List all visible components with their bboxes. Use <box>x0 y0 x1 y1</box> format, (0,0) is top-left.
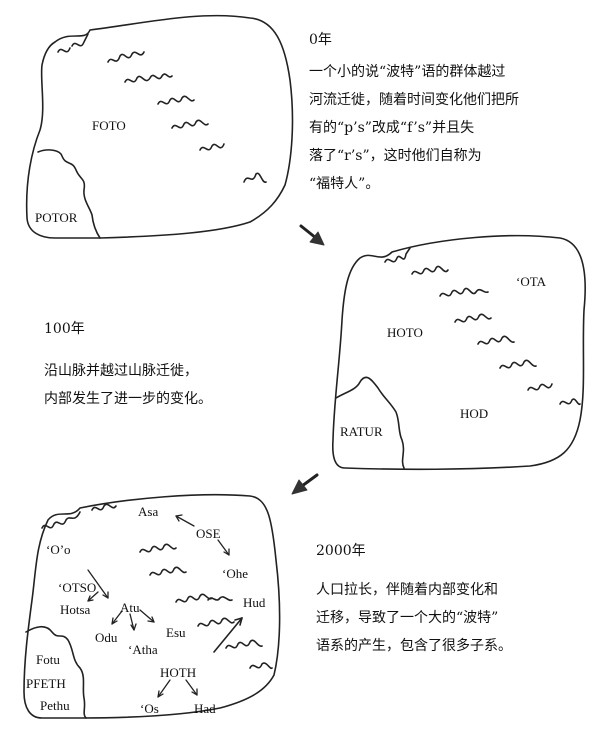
mountain-icon <box>477 335 515 345</box>
description-line: “福特人”。 <box>309 176 380 192</box>
map-label-had: Had <box>194 701 216 716</box>
description-line: 落了“r’s”，这时他们自称为 <box>309 148 482 164</box>
map-label-hud: Hud <box>243 595 266 610</box>
map-label-hotsa: Hotsa <box>60 602 91 617</box>
river-border-1 <box>37 149 101 239</box>
description-panel-3: 人口拉长，伴随着内部变化和 迁移，导致了一个大的“波特” 语系的产生，包含了很多… <box>316 576 512 660</box>
mountain-icon <box>559 398 581 406</box>
mountain-icon <box>454 313 492 323</box>
mountain-icon <box>197 617 235 627</box>
year-label-100: 100年 <box>44 321 85 337</box>
mountain-icon <box>439 287 489 297</box>
map-label-hoto: HOTO <box>387 325 423 340</box>
mountain-icon <box>171 119 209 129</box>
mountain-icon <box>499 359 537 369</box>
map-label-os: ‘Os <box>140 701 159 716</box>
year-label-2000: 2000年 <box>316 543 366 559</box>
map-label-hod: HOD <box>460 406 488 421</box>
map-label-ratur: RATUR <box>340 424 383 439</box>
map-label-esu: Esu <box>166 625 186 640</box>
territory-outline-1 <box>25 14 294 239</box>
territory-outline-2 <box>331 234 586 471</box>
description-line: 一个小的说“波特”语的群体越过 <box>309 64 506 80</box>
year-label-0: 0年 <box>309 32 332 48</box>
mountain-icon <box>411 265 449 275</box>
description-line: 河流迁徙，随着时间变化他们把所 <box>309 92 519 108</box>
description-line: 语系的产生，包含了很多子系。 <box>316 638 512 654</box>
arrow-icon <box>300 473 319 488</box>
mountain-icon <box>57 33 89 53</box>
mountain-icon <box>107 51 145 63</box>
dialect-arrows <box>87 514 243 698</box>
river-border-3 <box>25 625 87 719</box>
arrow-icon <box>299 224 318 240</box>
mountain-icon <box>199 143 225 151</box>
description-line: 有的“p’s”改成“f’s”并且失 <box>309 120 475 136</box>
map-label-foto: FOTO <box>92 118 126 133</box>
mountain-icon <box>249 662 273 670</box>
mountain-icon <box>139 543 177 553</box>
map-label-fotu: Fotu <box>36 652 60 667</box>
mountain-icon <box>157 95 195 105</box>
description-line: 迁移，导致了一个大的“波特” <box>316 610 499 626</box>
map-label-ohe: ‘Ohe <box>222 566 248 581</box>
map-label-ota: ‘OTA <box>516 274 547 289</box>
arrow-icon <box>309 231 325 246</box>
mountain-icon <box>225 639 263 649</box>
river-border-2 <box>335 376 405 469</box>
map-label-oo: ‘O’o <box>46 542 71 557</box>
mountain-icon <box>384 247 411 263</box>
map-label-ose: OSE <box>196 526 221 541</box>
map-label-atha: ‘Atha <box>128 642 158 657</box>
map-label-otso: ‘OTSO <box>58 580 96 595</box>
arrow-icon <box>291 479 308 495</box>
map-label-hoth: HOTH <box>160 665 196 680</box>
description-line: 沿山脉并越过山脉迁徙， <box>44 363 198 379</box>
description-panel-2: 沿山脉并越过山脉迁徙， 内部发生了进一步的变化。 <box>44 357 212 413</box>
description-line: 内部发生了进一步的变化。 <box>44 391 212 407</box>
territory-outline-3 <box>23 493 281 719</box>
map-label-atu: Atu <box>120 600 140 615</box>
description-panel-1: 一个小的说“波特”语的群体越过 河流迁徙，随着时间变化他们把所 有的“p’s”改… <box>309 58 519 198</box>
map-label-pethu: Pethu <box>40 698 70 713</box>
mountain-icon <box>149 566 187 576</box>
map-label-potor: POTOR <box>35 210 78 225</box>
map-label-pfeth: PFETH <box>26 676 66 691</box>
mountain-icon <box>527 383 553 391</box>
mountain-icon <box>243 172 267 183</box>
map-label-odu: Odu <box>95 630 118 645</box>
map-label-asa: Asa <box>138 504 158 519</box>
mountain-icon <box>41 511 81 529</box>
mountain-icon <box>207 596 233 602</box>
mountain-icon <box>124 73 173 83</box>
mountain-icon <box>91 503 117 511</box>
description-line: 人口拉长，伴随着内部变化和 <box>316 582 498 598</box>
mountain-icon <box>175 593 213 603</box>
